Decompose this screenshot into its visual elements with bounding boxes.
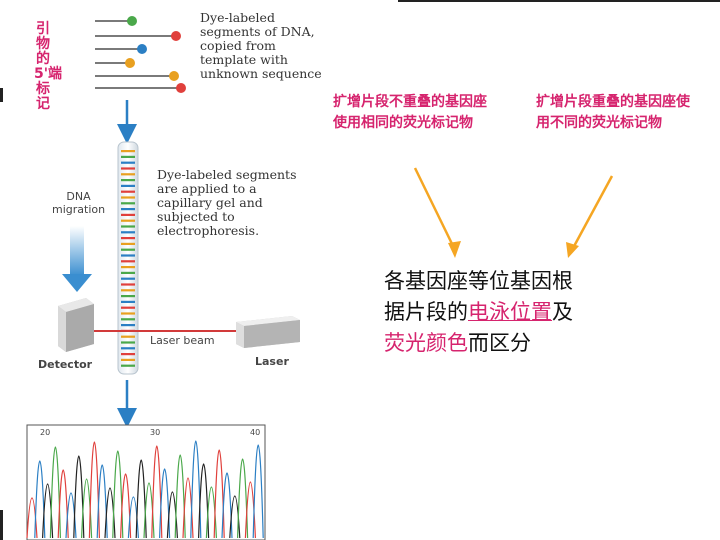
conclusion-line-3: 荧光颜色而区分 bbox=[384, 331, 531, 355]
trace-peak bbox=[73, 455, 85, 539]
trace-peak bbox=[237, 458, 249, 539]
trace-peak bbox=[88, 441, 100, 539]
left-edge-mark bbox=[0, 88, 3, 102]
conclusion-text: 各基因座等位基因根 据片段的电泳位置及 荧光颜色而区分 bbox=[384, 266, 704, 359]
electropherogram: 20 30 40 bbox=[26, 424, 266, 540]
gel-caption: Dye-labeled segments are applied to a ca… bbox=[157, 167, 297, 238]
gel-band bbox=[121, 300, 135, 303]
gel-band bbox=[121, 254, 135, 257]
trace-peak bbox=[26, 497, 38, 539]
gel-band bbox=[121, 219, 135, 222]
arrow-head-icon bbox=[566, 242, 579, 258]
gel-band bbox=[121, 364, 135, 367]
migration-arrow-icon bbox=[62, 226, 92, 292]
gel-band bbox=[121, 196, 135, 199]
gel-band bbox=[121, 289, 135, 292]
gel-band bbox=[121, 184, 135, 187]
gel-band bbox=[121, 150, 135, 153]
gel-band bbox=[121, 248, 135, 251]
gel-band bbox=[121, 225, 135, 228]
gel-band bbox=[121, 324, 135, 327]
dna-migration-label: DNA migration bbox=[52, 190, 106, 216]
gel-band bbox=[121, 260, 135, 263]
orange-tag bbox=[169, 71, 179, 81]
gel-band bbox=[121, 179, 135, 182]
gel-band bbox=[121, 202, 135, 205]
gel-band bbox=[121, 277, 135, 280]
trace-peak bbox=[229, 495, 241, 539]
trace-peak bbox=[57, 469, 69, 539]
red-tag bbox=[176, 83, 186, 93]
gel-band bbox=[121, 155, 135, 158]
arrow-head-icon bbox=[448, 241, 461, 258]
gel-band bbox=[121, 231, 135, 234]
conclusion-line-2: 据片段的电泳位置及 bbox=[384, 300, 573, 324]
trace-peak bbox=[221, 472, 233, 539]
top-border-line bbox=[398, 0, 720, 2]
gel-band bbox=[121, 312, 135, 315]
note-same-dye: 扩增片段不重叠的基因座使用相同的荧光标记物 bbox=[333, 94, 487, 131]
conclusion-line-1: 各基因座等位基因根 bbox=[384, 269, 573, 293]
dna-segments bbox=[95, 16, 186, 93]
trace-peak bbox=[159, 468, 171, 539]
trace-peak bbox=[198, 463, 210, 539]
gel-band bbox=[121, 271, 135, 274]
orange-tag bbox=[125, 58, 135, 68]
left-edge-mark-bottom bbox=[0, 510, 3, 540]
note-different-dye: 扩增片段重叠的基因座使用不同的荧光标记物 bbox=[536, 94, 690, 131]
trace-tick: 30 bbox=[150, 428, 160, 437]
trace-peak bbox=[213, 449, 225, 539]
trace-peak bbox=[190, 440, 202, 539]
gel-band bbox=[121, 167, 135, 170]
laser-beam-label: Laser beam bbox=[150, 334, 215, 347]
gel-band bbox=[121, 237, 135, 240]
gel-band bbox=[121, 190, 135, 193]
fluorescent-color-highlight: 荧光颜色 bbox=[384, 331, 468, 355]
gel-band bbox=[121, 173, 135, 176]
gel-band bbox=[121, 347, 135, 350]
gel-band bbox=[121, 295, 135, 298]
trace-peak bbox=[49, 446, 61, 539]
gel-band bbox=[121, 283, 135, 286]
gel-band bbox=[121, 318, 135, 321]
gel-band bbox=[121, 335, 135, 338]
blue-tag bbox=[137, 44, 147, 54]
orange-arrow-left bbox=[413, 167, 457, 251]
trace-peak bbox=[252, 444, 264, 539]
trace-tick: 40 bbox=[250, 428, 260, 437]
orange-arrow-right bbox=[570, 175, 614, 251]
electrophoresis-position-highlight: 电泳位置 bbox=[468, 300, 552, 324]
capillary-gel bbox=[117, 141, 139, 375]
trace-peak bbox=[112, 450, 124, 539]
trace-tick: 20 bbox=[40, 428, 50, 437]
laser-icon bbox=[236, 316, 300, 348]
gel-band bbox=[121, 353, 135, 356]
detector-label: Detector bbox=[38, 358, 93, 371]
gel-band bbox=[121, 341, 135, 344]
green-tag bbox=[127, 16, 137, 26]
red-tag bbox=[171, 31, 181, 41]
gel-band bbox=[121, 213, 135, 216]
primer-label-vertical: 引物的5'端标记 bbox=[34, 21, 63, 112]
gel-band bbox=[121, 358, 135, 361]
gel-band bbox=[121, 208, 135, 211]
trace-peak bbox=[96, 464, 108, 539]
trace-peak bbox=[135, 459, 147, 539]
gel-band bbox=[121, 161, 135, 164]
dna-segments-caption: Dye-labeled segments of DNA, copied from… bbox=[200, 10, 322, 81]
gel-band bbox=[121, 242, 135, 245]
trace-peak bbox=[127, 496, 139, 539]
trace-peak bbox=[151, 445, 163, 539]
gel-band bbox=[121, 266, 135, 269]
trace-peak bbox=[120, 473, 132, 539]
trace-peak bbox=[34, 460, 46, 539]
detector-icon bbox=[58, 298, 94, 352]
laser-label: Laser bbox=[255, 355, 289, 368]
trace-peak bbox=[174, 454, 186, 539]
gel-band bbox=[121, 306, 135, 309]
